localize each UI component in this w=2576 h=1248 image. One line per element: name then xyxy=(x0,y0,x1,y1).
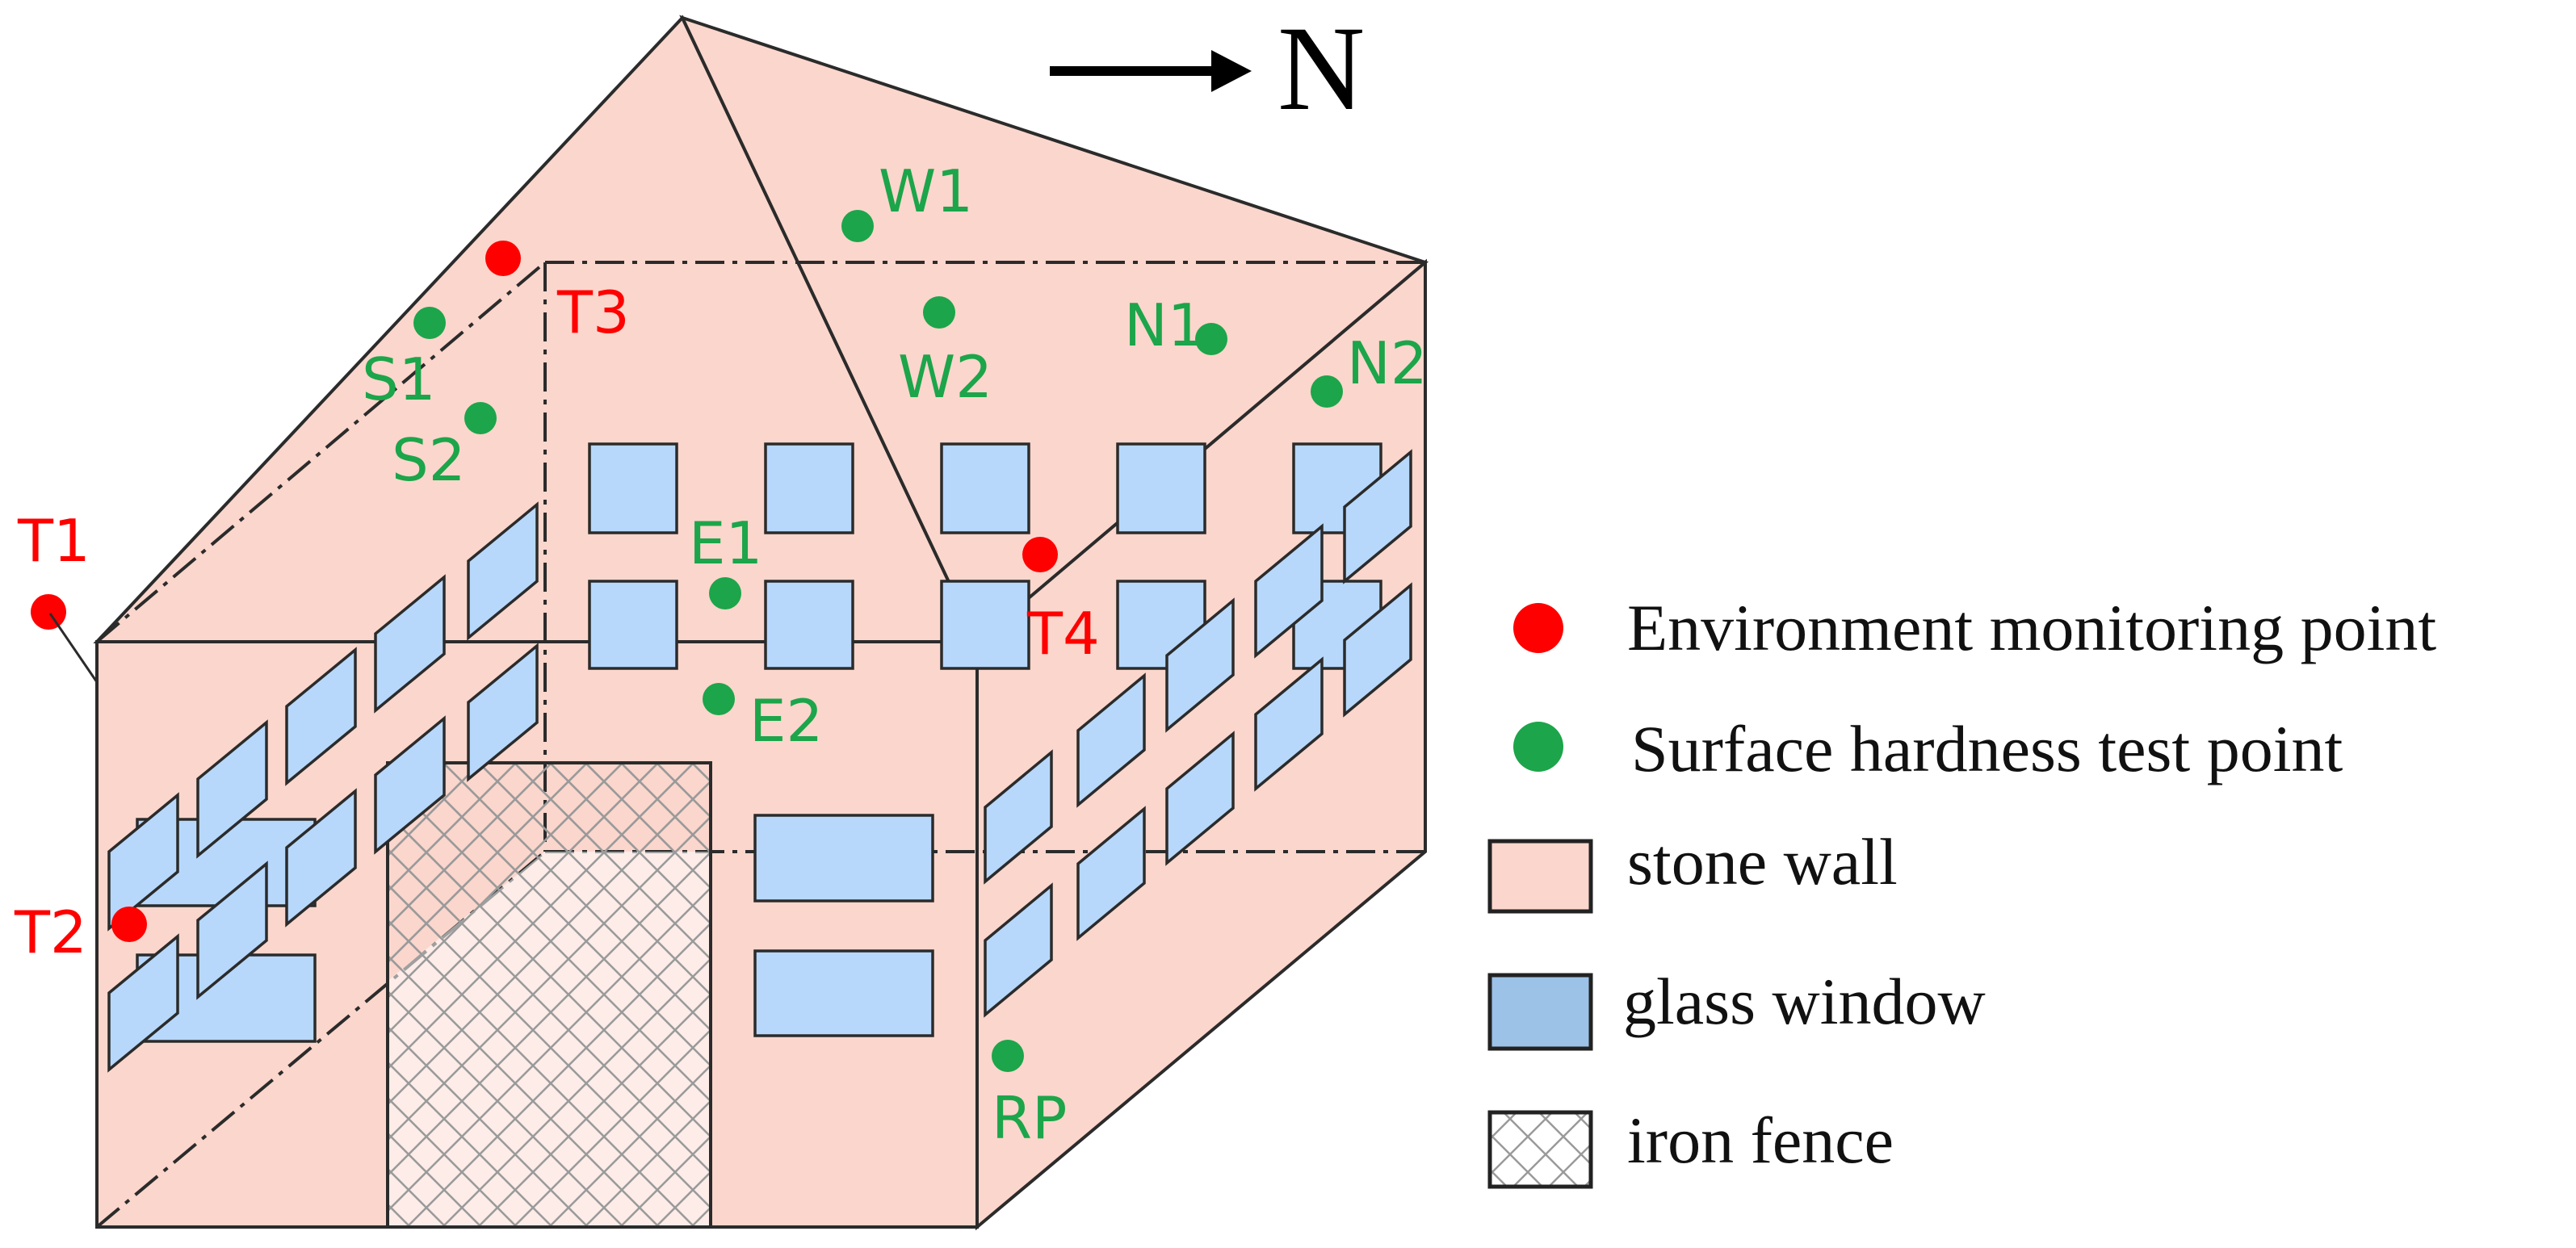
legend-label-iron-fence: iron fence xyxy=(1627,1104,1894,1177)
hardness-point-dot xyxy=(923,296,955,329)
window xyxy=(467,643,539,782)
iron-fence-swatch xyxy=(1487,1110,1593,1189)
environment-point-dot xyxy=(111,907,147,942)
point-label: T2 xyxy=(14,898,87,966)
environment-point-symbol xyxy=(1513,603,1563,653)
window xyxy=(285,647,357,786)
hardness-point-dot xyxy=(464,402,497,434)
point-e1: E1 xyxy=(689,509,762,609)
window xyxy=(984,749,1053,885)
point-n1: N1 xyxy=(1124,291,1227,359)
window xyxy=(1116,442,1206,534)
north-label: N xyxy=(1278,2,1365,136)
point-n2: N2 xyxy=(1311,329,1428,408)
hardness-point-dot xyxy=(703,683,735,715)
legend-label-glass-window: glass window xyxy=(1623,965,1986,1038)
window xyxy=(374,715,446,855)
glass-windows xyxy=(107,442,1412,1073)
point-label: W2 xyxy=(898,343,992,411)
hardness-point-dot xyxy=(709,577,741,609)
point-s2: S2 xyxy=(392,402,497,494)
window xyxy=(1343,582,1412,718)
environment-point-dot xyxy=(31,594,66,630)
glass-window-swatch xyxy=(1487,973,1593,1051)
window xyxy=(1254,656,1324,792)
window xyxy=(1165,597,1235,733)
hardness-point-symbol xyxy=(1513,722,1563,772)
point-t2: T2 xyxy=(14,898,147,966)
window xyxy=(1076,806,1146,941)
window xyxy=(1165,731,1235,866)
point-label: T1 xyxy=(17,507,90,575)
window xyxy=(753,949,934,1037)
point-w1: W1 xyxy=(841,157,973,242)
window xyxy=(588,580,678,670)
window xyxy=(1343,449,1412,584)
hardness-point-dot xyxy=(413,307,446,339)
hardness-point-dot xyxy=(1195,323,1227,355)
point-t4: T4 xyxy=(1022,537,1100,668)
iron-fence xyxy=(386,761,712,1229)
legend-label-environment: Environment monitoring point xyxy=(1627,591,2436,664)
window xyxy=(764,580,854,670)
point-label: T4 xyxy=(1026,600,1100,668)
window xyxy=(107,933,179,1073)
window xyxy=(984,882,1053,1018)
point-s1: S1 xyxy=(362,307,446,413)
point-label: RP xyxy=(992,1084,1067,1152)
arrow-head-icon xyxy=(1211,50,1252,92)
north-arrow: N xyxy=(1050,2,1365,136)
point-t1: T1 xyxy=(17,507,90,630)
window xyxy=(753,814,934,902)
window xyxy=(764,442,854,534)
legend-label-hardness: Surface hardness test point xyxy=(1631,712,2343,785)
window xyxy=(940,580,1030,670)
window xyxy=(285,788,357,928)
point-w2: W2 xyxy=(898,296,992,411)
point-label: N2 xyxy=(1347,329,1428,397)
window xyxy=(467,501,539,641)
window xyxy=(1076,672,1146,808)
environment-point-dot xyxy=(485,241,521,276)
t1-leader-line xyxy=(48,613,99,683)
window xyxy=(374,574,446,714)
hardness-point-dot xyxy=(841,210,874,242)
window xyxy=(196,719,268,859)
legend: Environment monitoring point Surface har… xyxy=(1487,591,2436,1189)
point-label: E1 xyxy=(689,509,762,577)
point-e2: E2 xyxy=(703,683,823,755)
window xyxy=(588,442,678,534)
point-label: W1 xyxy=(879,157,973,225)
point-rp: RP xyxy=(992,1040,1067,1152)
point-label: S1 xyxy=(362,346,436,413)
point-label: N1 xyxy=(1124,291,1205,359)
point-t3: T3 xyxy=(485,241,630,346)
window xyxy=(940,442,1030,534)
stone-wall-swatch xyxy=(1487,839,1593,914)
window xyxy=(107,792,179,932)
legend-label-stone-wall: stone wall xyxy=(1627,825,1898,898)
window xyxy=(1254,523,1324,659)
point-label: T3 xyxy=(556,278,630,346)
hardness-point-dot xyxy=(992,1040,1024,1072)
point-label: S2 xyxy=(392,426,466,494)
point-label: E2 xyxy=(749,687,823,755)
environment-point-dot xyxy=(1022,537,1058,572)
window xyxy=(196,861,268,1000)
hardness-point-dot xyxy=(1311,375,1343,408)
